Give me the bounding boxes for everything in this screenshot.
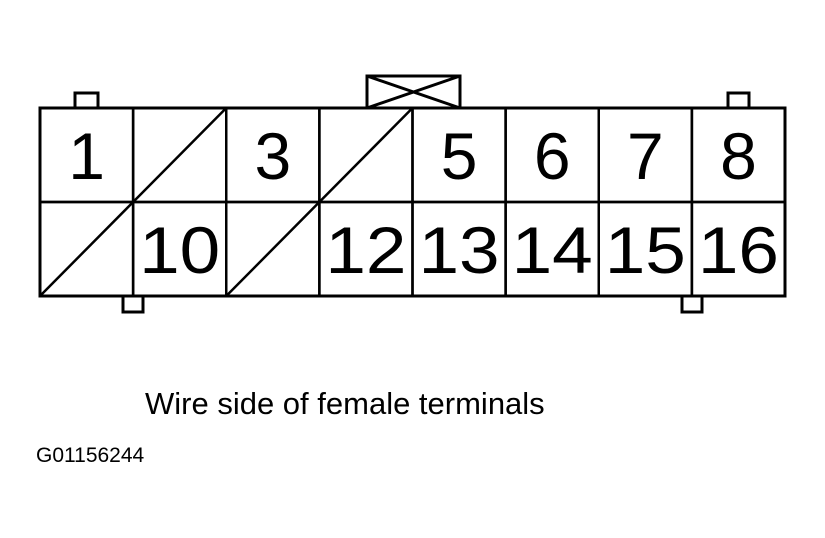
bottom-key-right <box>680 296 704 314</box>
figure-id: G01156244 <box>36 444 145 467</box>
terminal-number: 3 <box>254 119 291 193</box>
bottom-key-left <box>121 296 145 314</box>
terminal-number: 8 <box>720 119 757 193</box>
latch-cross-line <box>366 74 461 110</box>
terminal-number: 14 <box>512 213 593 287</box>
diagram-caption: Wire side of female terminals <box>145 386 545 421</box>
terminal-number: 16 <box>698 213 779 287</box>
terminal-number: 10 <box>139 213 220 287</box>
terminal-number: 5 <box>441 119 478 193</box>
terminal-number: 15 <box>605 213 686 287</box>
top-key-left <box>73 91 100 108</box>
empty-terminal-slash <box>132 107 228 203</box>
terminal-number: 7 <box>627 119 664 193</box>
top-key-right <box>726 91 751 108</box>
terminal-number: 1 <box>68 119 105 193</box>
empty-terminal-slash <box>318 107 414 203</box>
empty-terminal-slash <box>39 201 135 297</box>
terminal-number: 6 <box>534 119 571 193</box>
terminal-cell <box>690 200 787 298</box>
empty-terminal-slash <box>225 201 321 297</box>
terminal-number: 13 <box>419 213 500 287</box>
terminal-number: 12 <box>325 213 406 287</box>
